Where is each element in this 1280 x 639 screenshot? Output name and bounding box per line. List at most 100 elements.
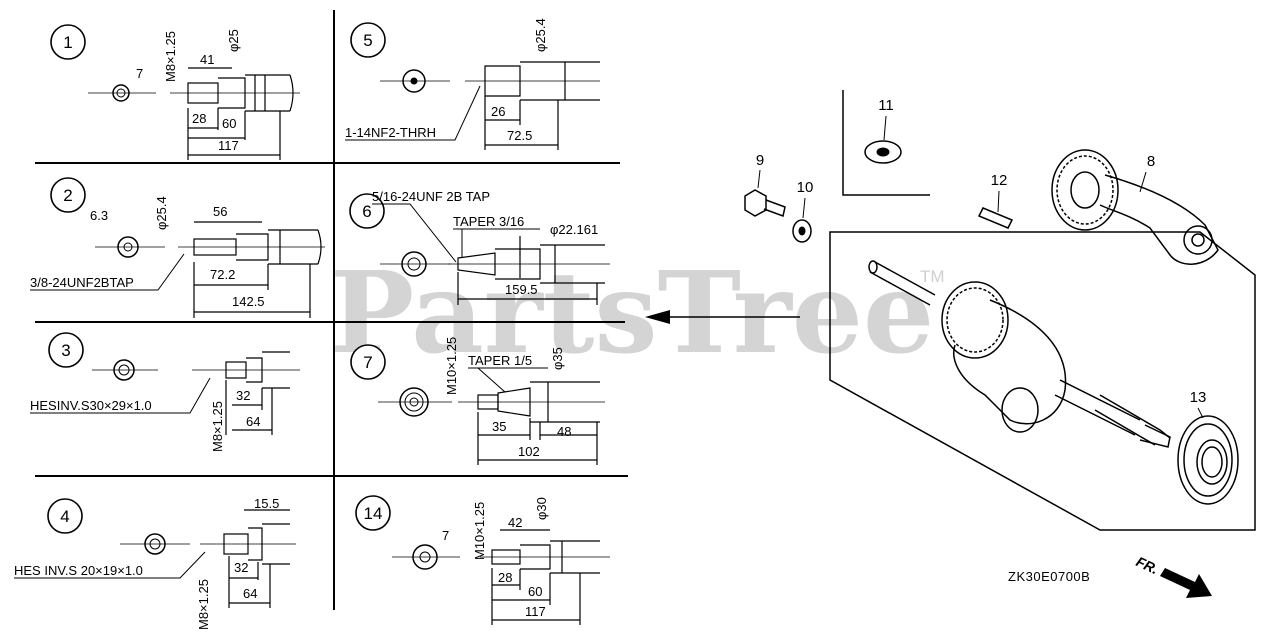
panel-1-dim-7: 117 (218, 138, 239, 153)
panel-14-dim-7: 117 (525, 604, 546, 619)
panel-14-shaft-side-view (480, 529, 610, 625)
part-11-washer (864, 140, 902, 164)
panel-4-number-badge: 4 (47, 498, 83, 534)
panel-1-shaft-side-view (170, 67, 300, 160)
panel-7-number: 7 (363, 353, 372, 372)
part-labels: 8 9 10 11 12 13 (756, 97, 1207, 419)
panel-5-leader (345, 85, 481, 141)
panel-4-leader (14, 551, 206, 579)
panel-5-number-badge: 5 (350, 22, 386, 58)
panel-6-callout-2: TAPER 3/16 (453, 214, 524, 229)
panel-6-dim-2: 159.5 (505, 282, 538, 297)
panel-5-callout: 1-14NF2-THRH (345, 125, 436, 140)
panel-2-shaft-end-view (95, 236, 165, 258)
panel-6-shaft-end-view (380, 251, 450, 277)
panel-2-dim-3: 56 (213, 204, 227, 219)
part-11-bracket (842, 90, 930, 196)
panel-14: 14 7 M10×1.25 42 φ30 28 60 117 (355, 495, 610, 625)
panel-5-dim-1: φ25.4 (533, 18, 548, 52)
panel-14-dim-4: φ30 (534, 497, 549, 520)
panel-6-number-badge: 6 (349, 193, 385, 229)
panel-4-dim-3: 32 (234, 560, 248, 575)
panel-3: 3 32 64 M8×1.25 HESINV.S30×29×1.0 (30, 332, 300, 452)
panel-2-dim-1: 6.3 (90, 208, 108, 223)
panel-6-callout: 5/16-24UNF 2B TAP (372, 189, 490, 204)
panel-14-dim-6: 60 (528, 584, 542, 599)
panel-5-dim-2: 26 (491, 104, 505, 119)
panel-4-dim-1: 15.5 (254, 496, 279, 511)
panel-14-dim-3: 42 (508, 515, 522, 530)
panel-1-dim-2: 41 (200, 52, 214, 67)
panel-2-dim-2: φ25.4 (154, 196, 169, 230)
panel-7-shaft-side-view (458, 381, 605, 465)
crankshaft-assembly-outline (829, 231, 1256, 531)
panel-5-number: 5 (363, 31, 372, 50)
panel-14-dim-5: 28 (498, 570, 512, 585)
panel-7-shaft-end-view (378, 387, 452, 417)
panel-2-dim-4: 72.2 (210, 267, 235, 282)
panel-2-callout: 3/8-24UNF2BTAP (30, 275, 134, 290)
part-label-11: 11 (878, 97, 894, 114)
panel-7: 7 M10×1.25 φ35 35 48 102 TAPER 1/5 (350, 337, 605, 465)
panel-7-dim-2: φ35 (550, 347, 565, 370)
panel-3-callout: HESINV.S30×29×1.0 (30, 398, 152, 413)
part-12-key (977, 207, 1014, 229)
panel-6-dim-1: φ22.161 (550, 222, 598, 237)
part-9-bolt (744, 189, 786, 218)
panel-1-number: 1 (63, 33, 72, 52)
panel-14-shaft-end-view (392, 544, 460, 570)
panel-2-number-badge: 2 (50, 177, 86, 213)
part-label-12: 12 (991, 172, 1008, 189)
front-direction-indicator: FR. (1134, 553, 1212, 598)
part-8-crank-arm (1051, 149, 1219, 265)
panel-1-dim-4: φ25 (226, 29, 241, 52)
panel-1-dim-5: 28 (192, 111, 206, 126)
panel-5: 5 φ25.4 26 72.5 1-14NF2-THRH (345, 18, 600, 150)
panel-3-leader (30, 377, 211, 414)
panel-4-shaft-side-view (200, 509, 296, 608)
part-label-9: 9 (756, 152, 764, 169)
panel-6: 6 5/16-24UNF 2B TAP TAPER 3/16 φ22.161 1… (349, 189, 610, 305)
panel-7-dim-3: 35 (492, 419, 506, 434)
panel-7-leader (468, 367, 548, 393)
part-10-washer (792, 219, 812, 243)
diagram-code: ZK30E0700B (1008, 569, 1090, 584)
panel-3-dim-1: M8×1.25 (210, 401, 225, 452)
watermark-trademark: TM (920, 267, 945, 286)
panel-2-leader (30, 253, 185, 291)
panel-14-dim-1: 7 (442, 528, 449, 543)
part-label-13: 13 (1190, 389, 1207, 406)
panel-7-number-badge: 7 (350, 344, 386, 380)
panel-grid (35, 10, 628, 610)
panel-5-shaft-end-view (380, 69, 450, 93)
panel-4-number: 4 (60, 507, 69, 526)
panel-1: 1 7 41 M8×1.25 φ25 28 60 117 (50, 24, 300, 160)
panel-1-number-badge: 1 (50, 24, 86, 60)
panel-2-dim-5: 142.5 (232, 294, 265, 309)
panel-3-shaft-side-view (192, 351, 300, 435)
panel-3-dim-3: 64 (246, 414, 260, 429)
part-label-8: 8 (1147, 153, 1155, 170)
panel-7-dim-5: 102 (518, 444, 540, 459)
crankshaft-main (868, 260, 1171, 448)
panel-14-number-badge: 14 (355, 495, 391, 531)
panel-4: 4 15.5 32 64 M8×1.25 HES INV.S 20×19×1.0 (14, 496, 296, 630)
panel-2-number: 2 (63, 186, 72, 205)
front-direction-label: FR. (1134, 553, 1161, 577)
reference-arrow (645, 310, 800, 324)
panel-7-callout: TAPER 1/5 (468, 353, 532, 368)
panel-7-dim-4: 48 (557, 424, 571, 439)
panel-2: 2 6.3 φ25.4 56 72.2 142.5 3/8-24UNF2BTAP (30, 177, 325, 318)
panel-6-number: 6 (362, 202, 371, 221)
panel-4-callout: HES INV.S 20×19×1.0 (14, 563, 143, 578)
panel-1-dim-6: 60 (222, 116, 236, 131)
panel-2-shaft-side-view (178, 221, 325, 318)
panel-4-dim-4: 64 (243, 586, 257, 601)
panel-4-shaft-end-view (120, 533, 190, 555)
part-label-10: 10 (797, 179, 814, 196)
panel-7-dim-1: M10×1.25 (444, 337, 459, 395)
panel-14-number: 14 (364, 504, 383, 523)
panel-5-dim-3: 72.5 (507, 128, 532, 143)
panel-1-shaft-end-view (88, 84, 156, 102)
panel-3-shaft-end-view (92, 359, 158, 381)
